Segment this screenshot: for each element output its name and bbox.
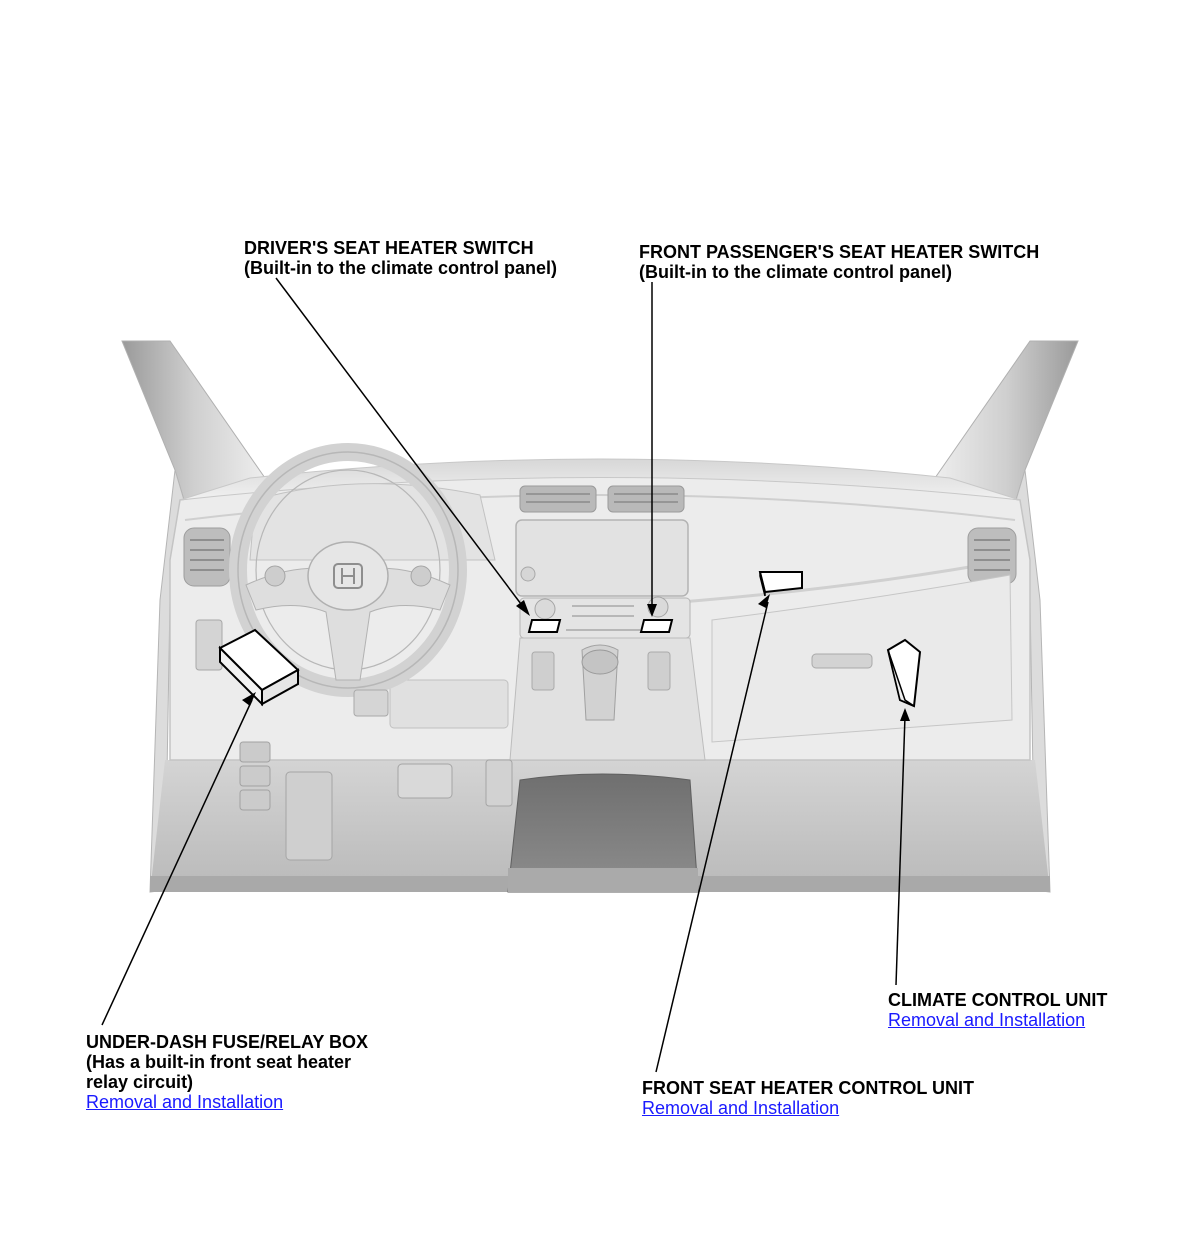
leader-fshcu xyxy=(655,601,769,1073)
console-buttons-right xyxy=(647,651,671,691)
driver-switch-title: DRIVER'S SEAT HEATER SWITCH xyxy=(244,238,534,258)
ccu-removal-link[interactable]: Removal and Installation xyxy=(888,1010,1086,1030)
driver-seat-heater-switch-label: DRIVER'S SEAT HEATER SWITCH (Built-in to… xyxy=(244,238,557,278)
fuse-box-title: UNDER-DASH FUSE/RELAY BOX xyxy=(86,1032,369,1052)
glove-box-handle xyxy=(811,653,873,669)
center-display xyxy=(515,519,689,597)
right-vent-slats xyxy=(974,539,1010,571)
left-vent-slats xyxy=(190,539,224,571)
passenger-seat-heater-switch-label: FRONT PASSENGER'S SEAT HEATER SWITCH (Bu… xyxy=(639,242,1039,282)
leader-driver-switch xyxy=(275,277,525,609)
leader-arrowheads xyxy=(242,594,910,721)
under-dash-fuse-box-label: UNDER-DASH FUSE/RELAY BOX (Has a built-i… xyxy=(86,1032,368,1113)
leader-ccu xyxy=(895,715,906,986)
driver-seat-heater-switch xyxy=(527,619,562,633)
arrowhead-passenger-switch xyxy=(647,604,657,617)
brake-pedal xyxy=(397,763,453,799)
center-vent-left xyxy=(519,485,597,513)
climate-control-unit-label: CLIMATE CONTROL UNIT Removal and Install… xyxy=(888,990,1107,1031)
driver-knee-panel xyxy=(389,679,509,729)
fshcu-title: FRONT SEAT HEATER CONTROL UNIT xyxy=(642,1078,974,1098)
leader-lines xyxy=(101,277,906,1073)
leader-fuse-box xyxy=(101,699,253,1026)
driver-switch-note: (Built-in to the climate control panel) xyxy=(244,258,558,278)
under-dash-fuse-relay-box xyxy=(218,628,300,707)
audio-knob-left xyxy=(520,566,536,582)
armrest-console xyxy=(507,773,699,893)
front-seat-heater-control-unit xyxy=(758,571,803,597)
arrowhead-ccu xyxy=(900,708,910,721)
left-switch-panel xyxy=(195,619,223,671)
fuse-box-note-line1: (Has a built-in front seat heater xyxy=(86,1052,352,1072)
arrowhead-driver-switch xyxy=(516,600,530,616)
steering-wheel xyxy=(229,443,467,697)
fuse-box-removal-link[interactable]: Removal and Installation xyxy=(86,1092,284,1112)
arrowhead-fuse-box xyxy=(242,692,256,706)
fuse-box-note-line2: relay circuit) xyxy=(86,1072,194,1092)
passenger-switch-note: (Built-in to the climate control panel) xyxy=(639,262,953,282)
accelerator-pedal xyxy=(285,771,333,861)
center-vent-slats xyxy=(526,493,678,503)
ccu-title: CLIMATE CONTROL UNIT xyxy=(888,990,1108,1010)
armrest-base xyxy=(508,868,698,892)
center-vent-right xyxy=(607,485,685,513)
arrowhead-fshcu xyxy=(758,594,770,608)
climate-knob-left xyxy=(534,598,556,620)
footrest-pedal xyxy=(485,759,513,807)
left-side-vent xyxy=(183,527,231,587)
passenger-seat-heater-switch xyxy=(639,619,674,633)
console-buttons-left xyxy=(531,651,555,691)
left-lower-switches xyxy=(239,741,271,811)
shifter-knob xyxy=(581,649,619,675)
front-seat-heater-control-unit-label: FRONT SEAT HEATER CONTROL UNIT Removal a… xyxy=(642,1078,974,1119)
passenger-switch-title: FRONT PASSENGER'S SEAT HEATER SWITCH xyxy=(639,242,1040,262)
climate-buttons xyxy=(566,605,640,631)
fshcu-removal-link[interactable]: Removal and Installation xyxy=(642,1098,840,1118)
climate-control-unit xyxy=(886,638,922,708)
steering-column xyxy=(353,689,389,717)
